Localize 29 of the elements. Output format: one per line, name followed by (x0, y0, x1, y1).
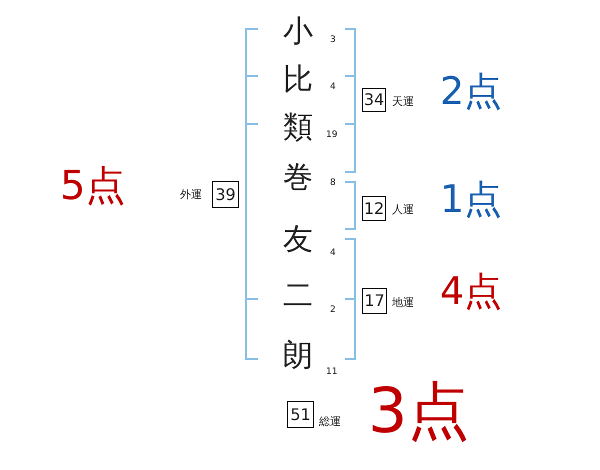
name-character: 友 (283, 225, 313, 255)
name-character: 小 (283, 17, 313, 47)
stroke-count: 4 (330, 83, 336, 92)
fortune-label: 外運 (180, 189, 202, 200)
stroke-count: 3 (330, 36, 336, 45)
number-box: 34 (362, 88, 386, 112)
score-text: 3点 (368, 380, 470, 442)
score-text: 2点 (440, 72, 502, 110)
stroke-count: 19 (326, 131, 338, 140)
score-text: 1点 (440, 180, 502, 218)
score-text: 5点 (60, 166, 126, 206)
name-character: 類 (283, 113, 313, 143)
stroke-count: 8 (330, 179, 336, 188)
stroke-count: 11 (326, 368, 338, 377)
name-character: 二 (283, 281, 313, 311)
name-character: 比 (283, 65, 313, 95)
score-text: 4点 (440, 272, 502, 310)
fortune-label: 総運 (319, 416, 341, 427)
fortune-label: 人運 (392, 204, 414, 215)
number-box: 17 (362, 288, 387, 314)
fortune-label: 天運 (392, 96, 414, 107)
fortune-label: 地運 (392, 297, 414, 308)
name-character: 朗 (283, 341, 313, 371)
name-character: 巻 (283, 163, 313, 193)
number-box: 12 (362, 196, 386, 221)
number-box: 51 (287, 401, 314, 428)
stroke-count: 4 (330, 249, 336, 258)
stroke-count: 2 (330, 306, 336, 315)
number-box: 39 (212, 181, 239, 208)
